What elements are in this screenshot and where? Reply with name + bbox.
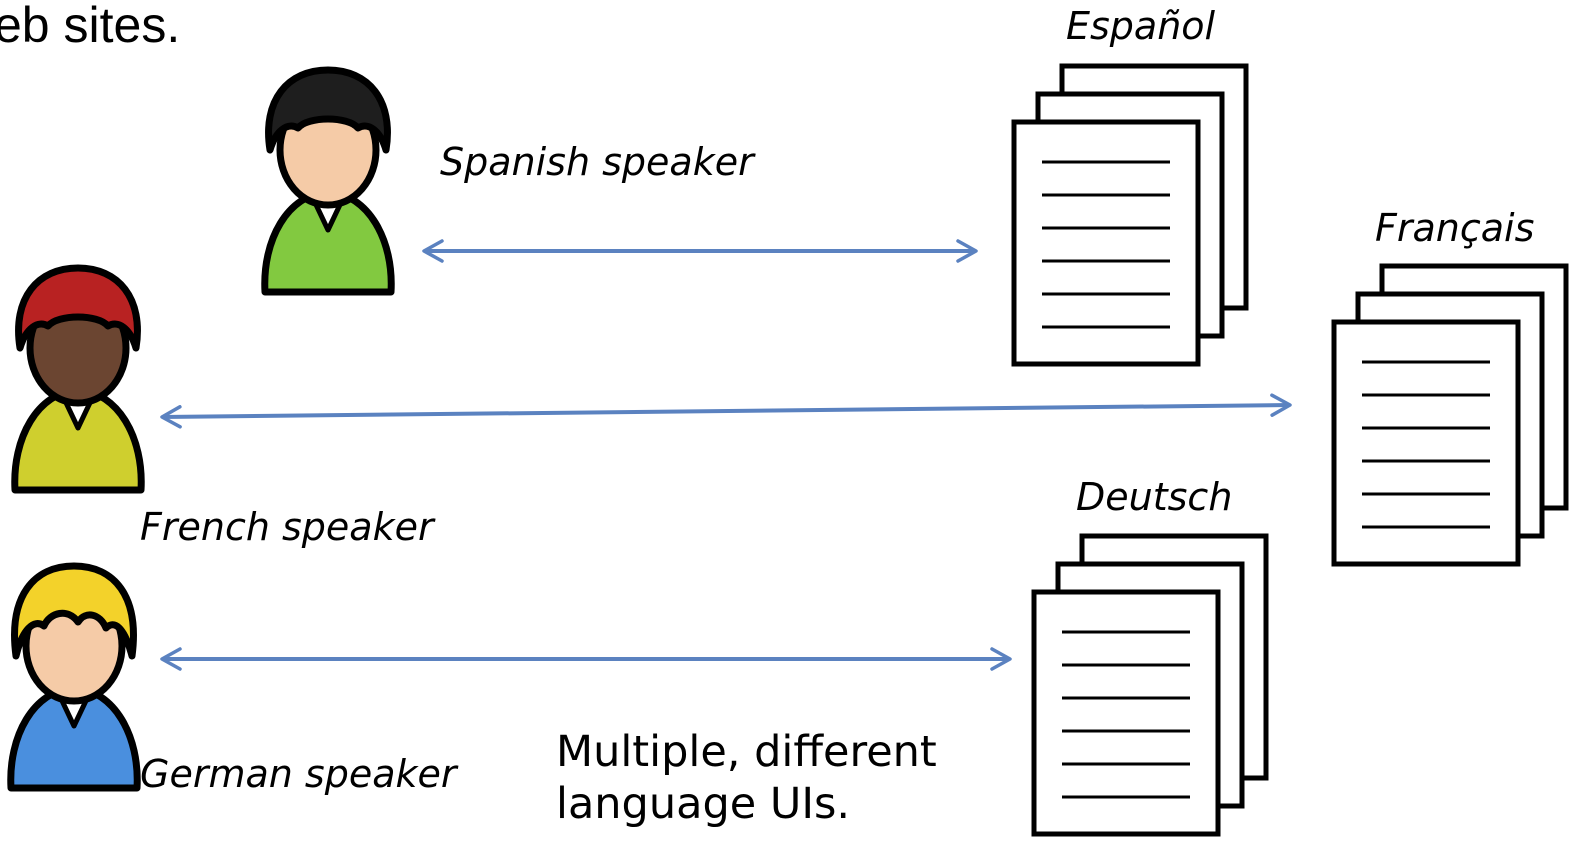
arrow-french-to-francais [160,393,1292,429]
espanol-label: Español [1066,4,1216,48]
hair [11,562,137,660]
french-speaker-avatar [11,264,145,494]
document-stack-deutsch [1031,533,1269,837]
hair [265,66,391,154]
spanish-speaker-avatar [261,66,395,296]
caption-line-2: language UIs. [556,779,851,829]
slide-heading-fragment: eb sites. [0,0,181,53]
deutsch-label: Deutsch [1076,475,1233,519]
german-speaker-avatar [7,562,141,792]
francais-label: Français [1375,206,1535,250]
hair [15,264,141,352]
german-speaker-label: German speaker [140,752,457,796]
caption-line-1: Multiple, different [556,727,937,777]
document-stack-francais [1331,263,1569,567]
spanish-speaker-label: Spanish speaker [440,140,754,184]
caption: Multiple, different language UIs. [556,726,937,830]
french-speaker-label: French speaker [140,505,434,549]
document-stack-espanol [1011,63,1249,367]
